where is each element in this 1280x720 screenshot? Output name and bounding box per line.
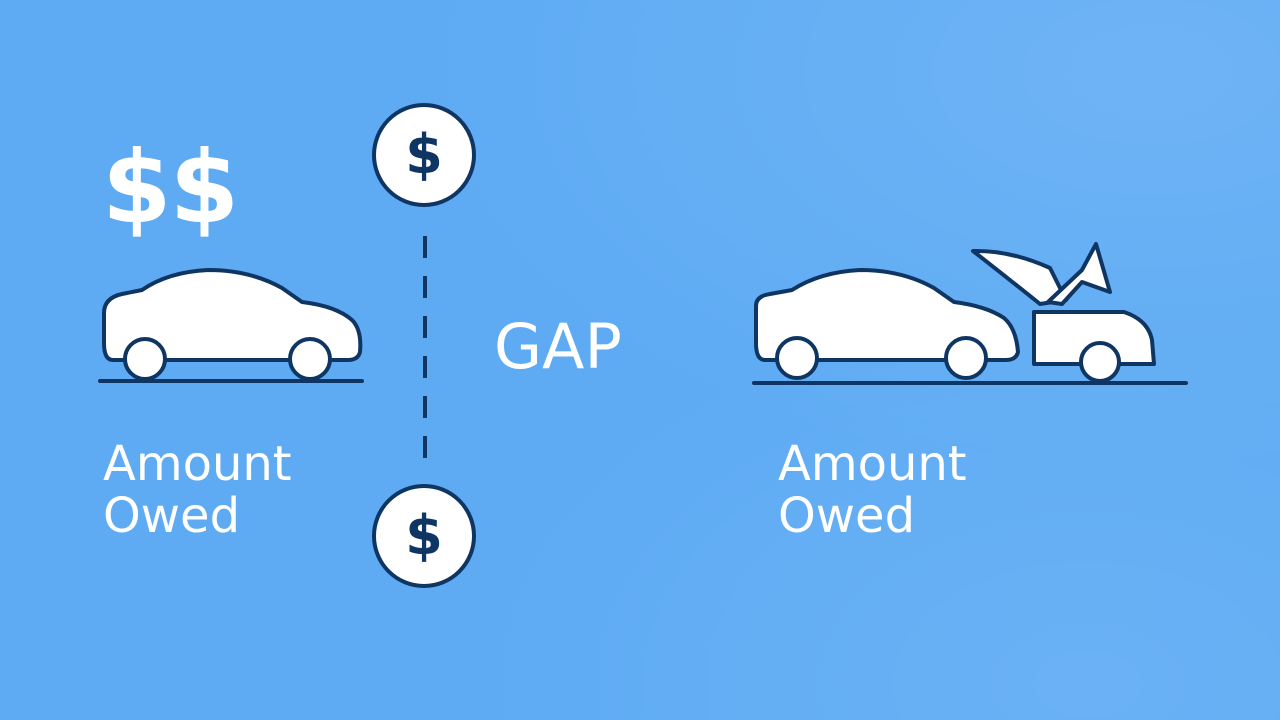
damaged-car-icon [754, 242, 1156, 383]
gap-label: GAP [494, 310, 622, 383]
dollar-symbol: $ [405, 123, 443, 186]
right-amount-owed-label: Amount Owed [778, 438, 967, 542]
label-line: Owed [778, 488, 916, 544]
label-line: Owed [103, 488, 241, 544]
left-amount-owed-label: Amount Owed [103, 438, 292, 542]
label-line: Amount [778, 436, 967, 492]
dollar-symbol: $ [405, 504, 443, 567]
car-icon [102, 268, 363, 381]
dollar-coin-icon: $ [372, 103, 476, 207]
dollars-heading: $$ [102, 129, 239, 246]
label-line: Amount [103, 436, 292, 492]
dollar-coin-icon: $ [372, 484, 476, 588]
